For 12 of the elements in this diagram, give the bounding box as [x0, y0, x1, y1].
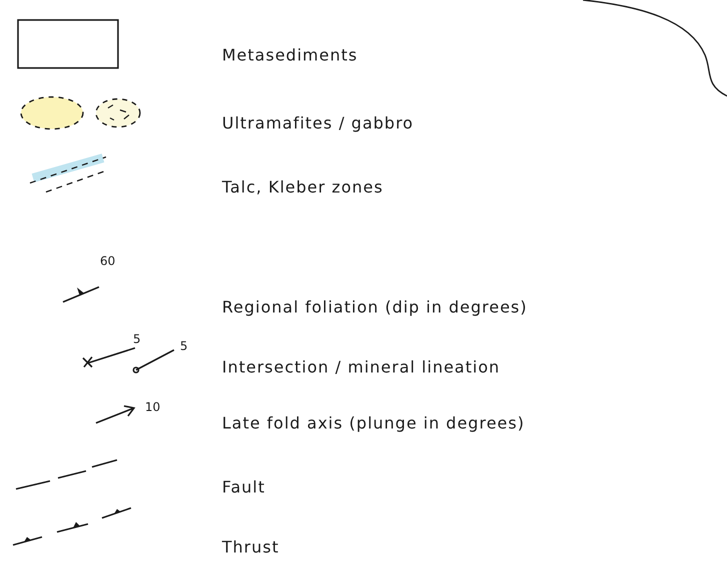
- legend-label: Fault: [222, 478, 266, 496]
- legend-label: Regional foliation (dip in degrees): [222, 298, 528, 316]
- angle-value: 60: [100, 255, 116, 267]
- legend-label: Ultramafites / gabbro: [222, 114, 414, 132]
- legend-label: Metasediments: [222, 46, 358, 64]
- legend-label: Intersection / mineral lineation: [222, 358, 500, 376]
- legend-label: Talc, Kleber zones: [222, 178, 384, 196]
- legend-label: Thrust: [222, 538, 280, 556]
- angle-value: 10: [145, 401, 160, 413]
- angle-value: 5: [180, 340, 188, 352]
- angle-value: 5: [133, 333, 141, 345]
- legend-label: Late fold axis (plunge in degrees): [222, 414, 525, 432]
